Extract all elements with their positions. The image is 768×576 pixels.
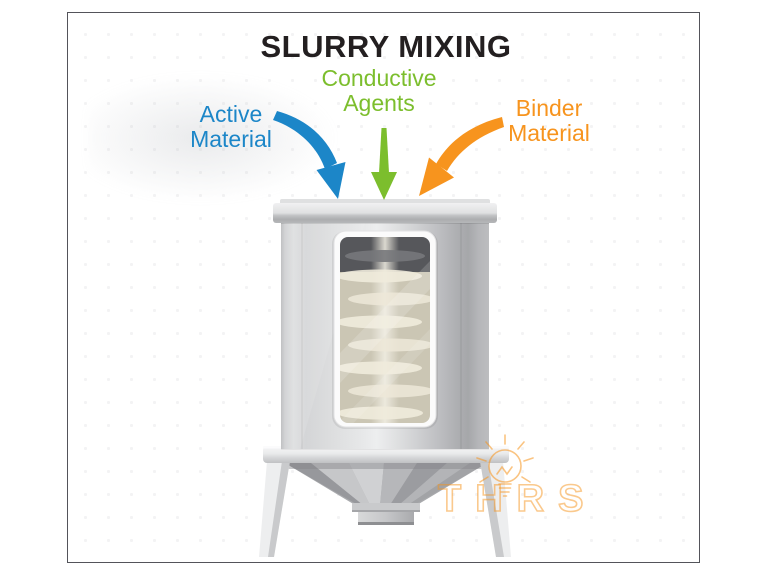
watermark: THRS [437, 434, 597, 521]
label-line: Conductive [321, 65, 437, 91]
label-line: Active [199, 101, 263, 127]
label-active-material: Active Material [190, 102, 272, 152]
label-binder-material: Binder Material [508, 96, 590, 146]
conductive-agents-arrow [371, 128, 397, 200]
outlet-spout [352, 503, 420, 525]
mixing-tank-illustration [259, 199, 511, 557]
lightbulb-icon [476, 434, 534, 497]
label-line: Binder [515, 95, 583, 121]
binder-material-arrow [419, 117, 504, 196]
watermark-text: THRS [438, 478, 597, 520]
label-line: Material [190, 126, 272, 152]
label-line: Material [508, 120, 590, 146]
illustration-canvas: SLURRY MIXING Active Material Conductive… [67, 12, 700, 563]
material-feed-arrows [273, 111, 504, 200]
active-material-arrow [273, 111, 346, 199]
background-shade [88, 73, 338, 203]
label-line: Agents [343, 90, 415, 116]
window-sheen [340, 261, 430, 383]
tank-lid [273, 199, 497, 223]
inspection-window [332, 230, 438, 429]
support-legs [259, 461, 511, 557]
discharge-funnel [285, 463, 487, 505]
auger-screw [340, 250, 430, 420]
page-title: SLURRY MIXING [260, 29, 512, 64]
window-sheen [340, 329, 430, 423]
label-conductive-agents: Conductive Agents [321, 66, 436, 116]
